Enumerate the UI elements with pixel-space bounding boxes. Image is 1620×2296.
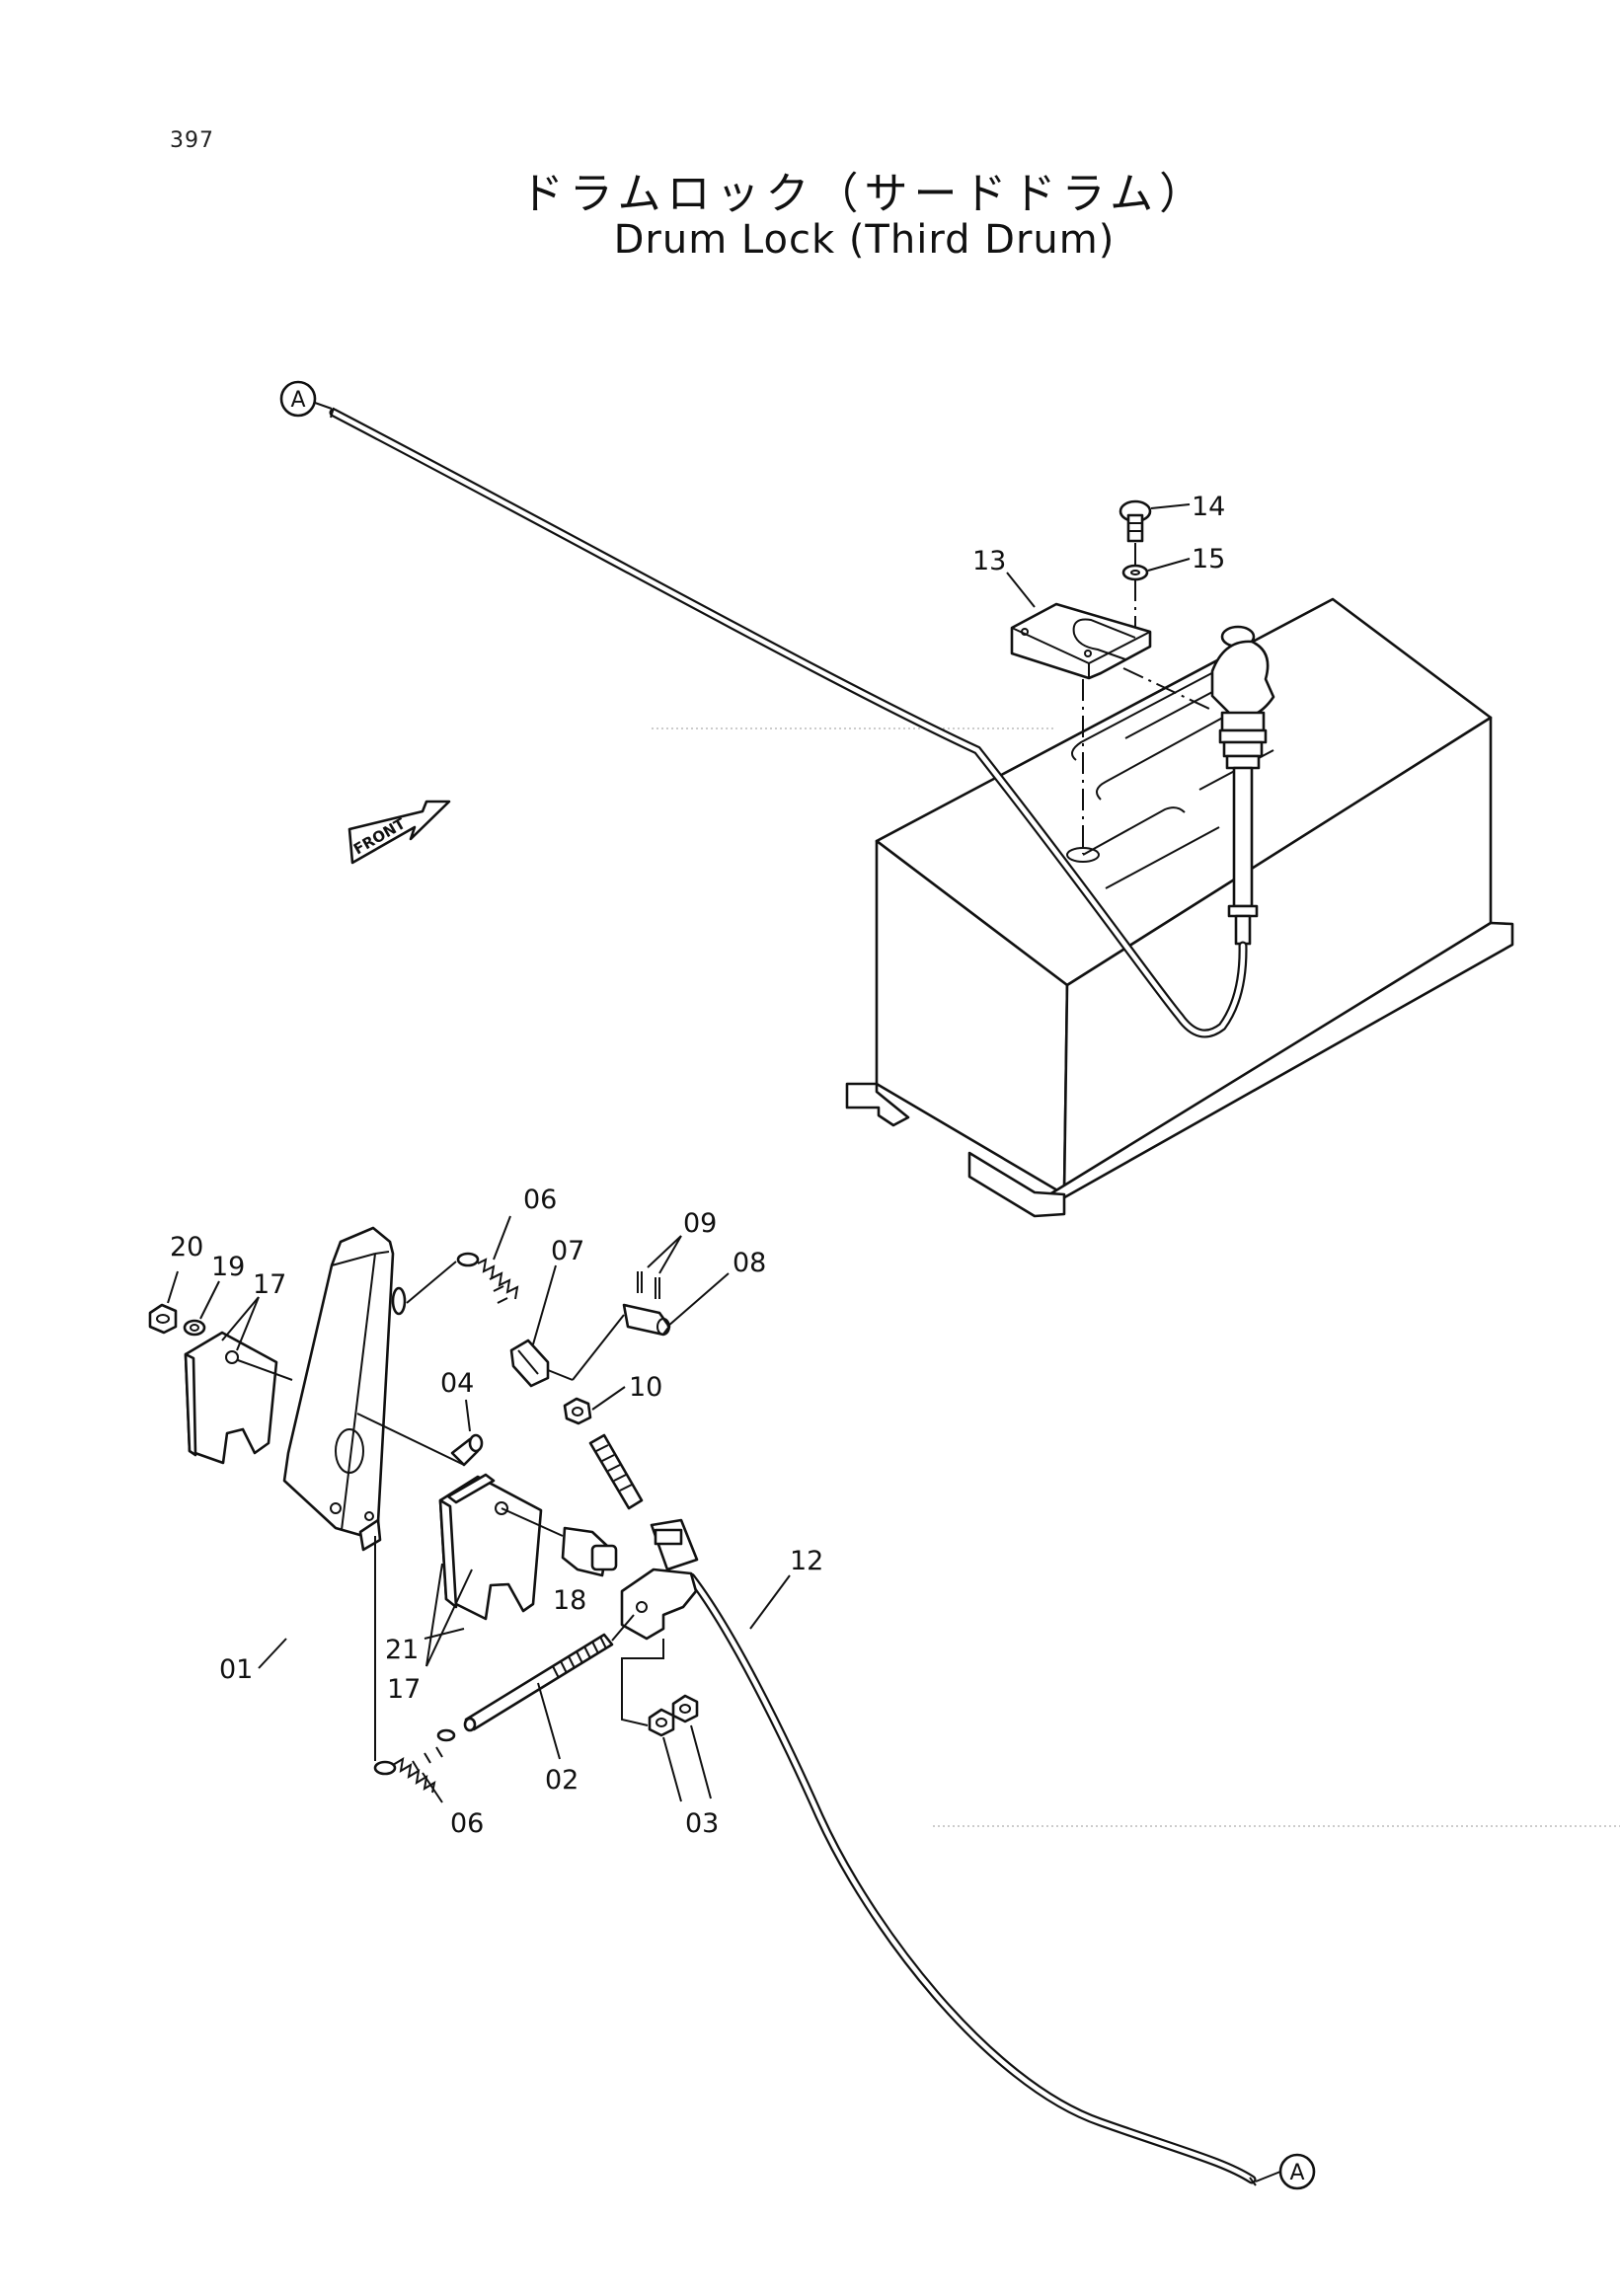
part-03-nuts [648, 1694, 699, 1737]
connection-marker-a-lower: A [1278, 2153, 1316, 2190]
console-box [845, 597, 1514, 1218]
callout-03: 03 [685, 1808, 719, 1839]
callout-07: 07 [551, 1236, 584, 1266]
cable-end-fitting [588, 1433, 699, 1571]
callout-17-upper: 17 [253, 1269, 286, 1300]
callout-02: 02 [545, 1765, 579, 1796]
callout-09: 09 [683, 1208, 717, 1239]
callout-17-lower: 17 [387, 1674, 421, 1705]
callout-18: 18 [553, 1585, 586, 1616]
title-japanese: ドラムロック（サードドラム） [519, 169, 1209, 219]
callout-06-upper: 06 [523, 1185, 557, 1215]
part-09-cotter-pins [637, 1271, 660, 1299]
part-07-clevis [509, 1339, 550, 1388]
part-18-bolt [561, 1526, 618, 1577]
part-17-plate-left [184, 1331, 278, 1465]
leader-line [1150, 503, 1191, 509]
callout-19: 19 [211, 1252, 245, 1282]
part-14-screw [1119, 499, 1152, 543]
lock-knob-assembly [1210, 625, 1275, 946]
part-02-rod [463, 1633, 614, 1732]
part-15-washer [1121, 564, 1149, 581]
callout-12: 12 [790, 1546, 823, 1576]
part-21-plate-right [438, 1473, 543, 1621]
callout-20: 20 [170, 1232, 203, 1263]
callout-14: 14 [1192, 492, 1225, 522]
callout-13: 13 [972, 546, 1006, 576]
callout-21: 21 [385, 1635, 419, 1665]
callout-10: 10 [629, 1372, 662, 1403]
svg-text:A: A [290, 388, 305, 413]
part-19-washer [183, 1319, 206, 1337]
page-number: 397 [170, 128, 214, 153]
svg-text:A: A [1289, 2161, 1304, 2185]
part-10-nut [563, 1397, 592, 1425]
part-12-control-cable-lower [686, 1572, 1257, 2184]
front-arrow-icon: FRONT [347, 800, 451, 865]
leader-line [1006, 572, 1036, 608]
part-01-lever [282, 1226, 407, 1552]
callout-01: 01 [219, 1654, 253, 1685]
cable-bracket [620, 1568, 698, 1641]
part-20-nut [148, 1303, 178, 1335]
leader-line [1147, 558, 1191, 572]
part-08-pin [622, 1303, 671, 1337]
callout-15: 15 [1192, 544, 1225, 574]
part-13-plate [1010, 602, 1152, 680]
callout-06-lower: 06 [450, 1808, 484, 1839]
callout-08: 08 [733, 1248, 766, 1278]
part-06-spring-upper [456, 1252, 519, 1304]
title-english: Drum Lock (Third Drum) [613, 217, 1116, 263]
part-06-spring-lower [373, 1728, 456, 1794]
alignment-line [1122, 667, 1210, 710]
part-04-grease-nipple [450, 1433, 484, 1467]
callout-04: 04 [440, 1368, 474, 1399]
connection-marker-a-upper: A [279, 380, 317, 418]
